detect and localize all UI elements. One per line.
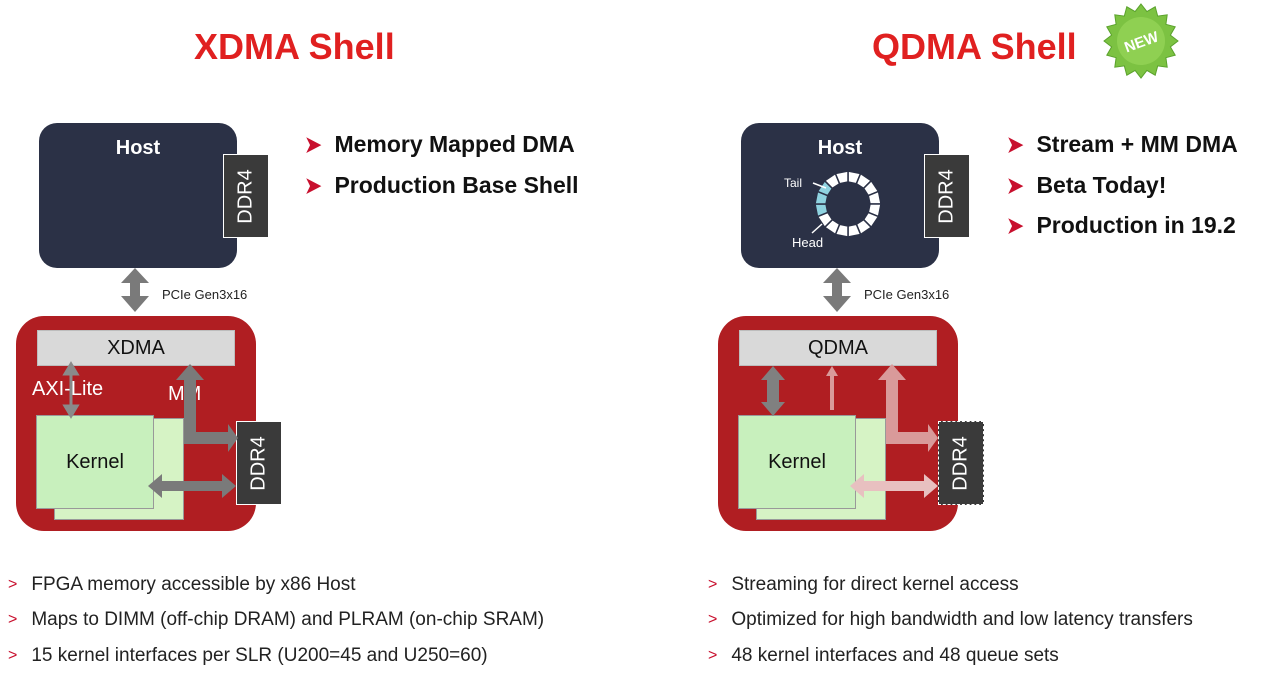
- xdma-sub-1: > FPGA memory accessible by x86 Host: [8, 574, 356, 596]
- xdma-title: XDMA Shell: [194, 26, 395, 67]
- qdma-sub-2: > Optimized for high bandwidth and low la…: [708, 609, 1193, 631]
- axi-lite-arrow-icon: [62, 361, 80, 419]
- host-label: Host: [817, 137, 863, 159]
- qdma-title: QDMA Shell: [872, 26, 1077, 67]
- sub-text: Optimized for high bandwidth and low lat…: [731, 609, 1193, 630]
- kernel-ddr-arrow-icon: [850, 474, 938, 498]
- xdma-host-box: Host: [39, 123, 237, 268]
- host-label: Host: [115, 137, 161, 159]
- pcie-label: PCIe Gen3x16: [162, 287, 248, 302]
- xdma-sub-3: >15 kernel interfaces per SLR (U200=45 a…: [8, 645, 488, 667]
- qdma-bullet-3: ➤ Production in 19.2: [1006, 212, 1236, 239]
- sub-text: 15 kernel interfaces per SLR (U200=45 an…: [31, 645, 488, 666]
- bullet-text: Production in 19.2: [1036, 212, 1236, 238]
- card-ddr4: DDR4: [236, 421, 282, 505]
- qdma-sub-3: >48 kernel interfaces and 48 queue sets: [708, 645, 1059, 667]
- gt-icon: >: [8, 611, 18, 628]
- queue-slot: [834, 170, 849, 185]
- axi-st-arrow-icon: [761, 366, 785, 416]
- queue-ring-icon: [814, 170, 882, 238]
- pcie-label: PCIe Gen3x16: [864, 287, 950, 302]
- qdma-sub-1: > Streaming for direct kernel access: [708, 574, 1019, 596]
- qdma-bar: QDMA: [739, 330, 937, 366]
- chevron-icon: ➤: [304, 172, 322, 198]
- xdma-bar: XDMA: [37, 330, 235, 366]
- pcie-arrow-icon: [121, 268, 149, 312]
- tail-pointer-icon: [812, 182, 827, 189]
- faint-arrow-icon: [826, 366, 838, 410]
- axi-lite-label: AXI-Lite: [32, 378, 104, 400]
- host-ddr4: DDR4: [924, 154, 970, 238]
- bullet-text: Stream + MM DMA: [1036, 131, 1238, 157]
- kernel-box: Kernel: [36, 415, 154, 509]
- kernel-ddr-arrow-icon: [148, 474, 236, 498]
- gt-icon: >: [708, 576, 718, 593]
- new-badge-icon: NEW: [1103, 3, 1179, 79]
- chevron-icon: ➤: [1006, 172, 1024, 198]
- kernel-box: Kernel: [738, 415, 856, 509]
- sub-text: Maps to DIMM (off-chip DRAM) and PLRAM (…: [31, 609, 545, 630]
- head-pointer-icon: [811, 223, 823, 234]
- mm-arrow-icon: [878, 364, 938, 452]
- chevron-icon: ➤: [1006, 131, 1024, 157]
- mm-arrow-icon: [176, 364, 238, 452]
- xdma-sub-2: > Maps to DIMM (off-chip DRAM) and PLRAM …: [8, 609, 544, 631]
- pcie-arrow-icon: [823, 268, 851, 312]
- qdma-host-box: Host: [741, 123, 939, 268]
- qdma-bullet-1: ➤ Stream + MM DMA: [1006, 131, 1238, 158]
- card-ddr4: DDR4: [938, 421, 984, 505]
- sub-text: 48 kernel interfaces and 48 queue sets: [731, 645, 1059, 666]
- sub-text: Streaming for direct kernel access: [731, 574, 1019, 595]
- sub-text: FPGA memory accessible by x86 Host: [31, 574, 356, 595]
- gt-icon: >: [8, 576, 18, 593]
- tail-label: Tail: [784, 176, 802, 190]
- gt-icon: >: [8, 647, 18, 664]
- gt-icon: >: [708, 611, 718, 628]
- qdma-bullet-2: ➤ Beta Today!: [1006, 172, 1166, 199]
- chevron-icon: ➤: [304, 131, 322, 157]
- chevron-icon: ➤: [1006, 212, 1024, 238]
- xdma-bullet-1: ➤ Memory Mapped DMA: [304, 131, 575, 158]
- head-label: Head: [792, 235, 823, 250]
- bullet-text: Beta Today!: [1036, 172, 1167, 198]
- bullet-text: Production Base Shell: [334, 172, 579, 198]
- gt-icon: >: [708, 647, 718, 664]
- bullet-text: Memory Mapped DMA: [334, 131, 575, 157]
- host-ddr4: DDR4: [223, 154, 269, 238]
- xdma-bullet-2: ➤ Production Base Shell: [304, 172, 579, 199]
